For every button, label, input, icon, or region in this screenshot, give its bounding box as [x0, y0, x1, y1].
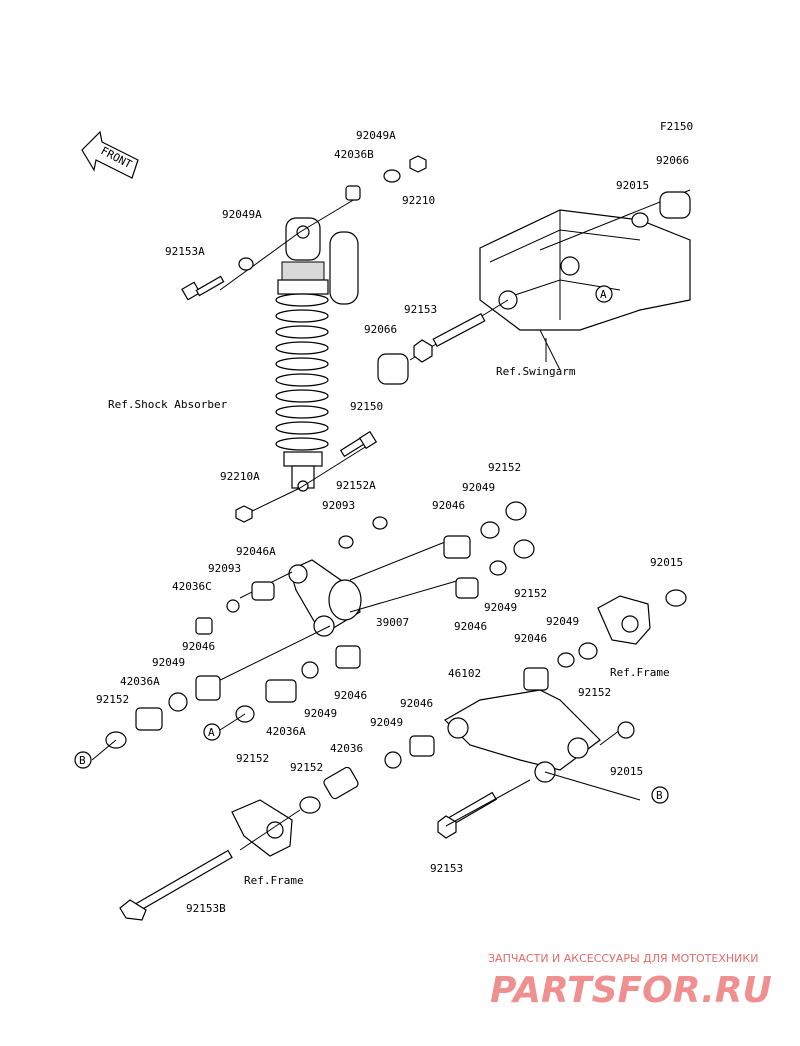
watermark: ЗАПЧАСТИ И АКСЕССУАРЫ ДЛЯ МОТОТЕХНИКИ PA…	[488, 952, 772, 1011]
label-92049-f: 92049	[370, 716, 403, 729]
label-92153-mid: 92153	[404, 303, 437, 316]
label-42036: 42036	[330, 742, 363, 755]
ref-frame-right: Ref.Frame	[610, 666, 670, 679]
label-46102: 46102	[448, 667, 481, 680]
ref-swingarm: Ref.Swingarm	[496, 365, 576, 378]
watermark-tagline: ЗАПЧАСТИ И АКСЕССУАРЫ ДЛЯ МОТОТЕХНИКИ	[488, 952, 758, 965]
label-42036A-a: 42036A	[120, 675, 160, 688]
label-42036A-b: 42036A	[266, 725, 306, 738]
label-92152A: 92152A	[336, 479, 376, 492]
label-92152-d: 92152	[96, 693, 129, 706]
label-92049-a: 92049	[462, 481, 495, 494]
left-hardware-stack	[91, 675, 297, 761]
label-92153B: 92153B	[186, 902, 226, 915]
figure-code: F2150	[660, 120, 693, 133]
label-92152-a: 92152	[488, 461, 521, 474]
label-92049A-top: 92049A	[356, 129, 396, 142]
label-92152-c: 92152	[578, 686, 611, 699]
label-92093-b: 92093	[208, 562, 241, 575]
label-92046-e: 92046	[334, 689, 367, 702]
label-92046-c: 92046	[182, 640, 215, 653]
front-arrow-icon: FRONT	[81, 130, 139, 179]
label-92049-d: 92049	[152, 656, 185, 669]
label-92153A: 92153A	[165, 245, 205, 258]
label-92152-b: 92152	[514, 587, 547, 600]
label-92153-bottom: 92153	[430, 862, 463, 875]
label-92046-d: 92046	[514, 632, 547, 645]
shock-top-hardware	[181, 155, 427, 301]
callout-b-left: B	[74, 751, 92, 769]
label-92046-a: 92046	[432, 499, 465, 512]
label-42036C: 42036C	[172, 580, 212, 593]
label-92046-b: 92046	[454, 620, 487, 633]
label-39007: 39007	[376, 616, 409, 629]
rocker-arm	[444, 689, 641, 801]
label-92015-right: 92015	[650, 556, 683, 569]
watermark-brand: PARTSFOR.RU	[490, 970, 772, 1011]
label-92210: 92210	[402, 194, 435, 207]
rocker-hardware	[299, 642, 635, 839]
callout-b-right: B	[651, 786, 669, 804]
part-numbers: 92049A 42036B 92210 92049A 92153A 92066 …	[96, 129, 689, 915]
ref-shock-absorber: Ref.Shock Absorber	[108, 398, 228, 411]
label-92046-g: 92046	[400, 697, 433, 710]
ref-frame-bottom: Ref.Frame	[244, 874, 304, 887]
label-92066-mid: 92066	[364, 323, 397, 336]
shock-bottom-hardware	[235, 430, 378, 523]
label-92015-bottom: 92015	[610, 765, 643, 778]
label-92210A: 92210A	[220, 470, 260, 483]
link-rod-hardware	[195, 501, 535, 679]
svg-text:A: A	[600, 288, 607, 301]
frame-bracket-right	[597, 589, 687, 645]
label-92049-c: 92049	[546, 615, 579, 628]
callout-a-swingarm: A	[595, 285, 613, 303]
label-92150: 92150	[350, 400, 383, 413]
frame-bottom	[119, 799, 301, 921]
svg-text:B: B	[79, 754, 86, 767]
link-rod	[199, 539, 461, 691]
shock-absorber	[275, 217, 359, 492]
label-92049-e: 92049	[304, 707, 337, 720]
swingarm-section	[479, 209, 691, 371]
label-92093-a: 92093	[322, 499, 355, 512]
swingarm-hardware	[377, 189, 691, 385]
label-92046A: 92046A	[236, 545, 276, 558]
callout-a-left: A	[203, 723, 221, 741]
label-92015-top: 92015	[616, 179, 649, 192]
label-92049-b: 92049	[484, 601, 517, 614]
svg-text:B: B	[656, 789, 663, 802]
shock-spring	[275, 293, 329, 451]
label-92152-f: 92152	[290, 761, 323, 774]
label-92066-top: 92066	[656, 154, 689, 167]
label-92049A-left: 92049A	[222, 208, 262, 221]
label-42036B: 42036B	[334, 148, 374, 161]
svg-text:A: A	[208, 726, 215, 739]
label-92152-e: 92152	[236, 752, 269, 765]
